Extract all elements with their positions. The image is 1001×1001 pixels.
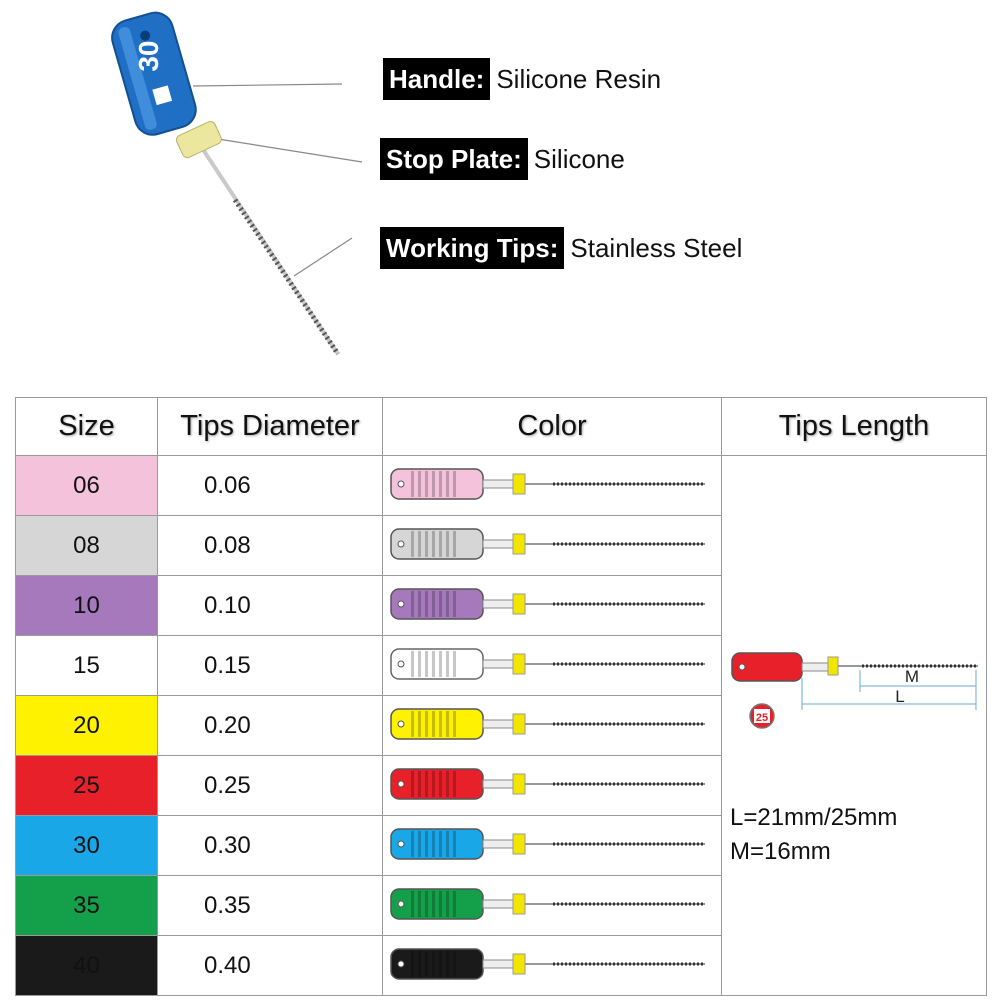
color-cell — [382, 455, 722, 516]
color-cell — [382, 875, 722, 936]
color-cell — [382, 935, 722, 996]
color-cell — [382, 635, 722, 696]
table-header-row: Size Tips Diameter Color Tips Length — [15, 397, 987, 456]
file-icon — [390, 648, 705, 680]
color-cell — [382, 755, 722, 816]
color-cell — [382, 515, 722, 576]
callout-handle: Handle: Silicone Resin — [383, 58, 661, 100]
callout-stop-plate-value: Silicone — [533, 143, 625, 174]
dimension-l-label: L — [895, 687, 904, 706]
diameter-cell: 0.20 — [157, 695, 383, 756]
stop-leader-line — [217, 138, 363, 163]
size-cell: 08 — [15, 515, 158, 576]
diameter-cell: 0.10 — [157, 575, 383, 636]
size-cell: 15 — [15, 635, 158, 696]
size-cell: 10 — [15, 575, 158, 636]
callout-handle-value: Silicone Resin — [496, 63, 662, 94]
callout-handle-label: Handle: — [383, 58, 491, 100]
callout-working-tips-label: Working Tips: — [380, 227, 565, 269]
color-cell — [382, 575, 722, 636]
diameter-cell: 0.40 — [157, 935, 383, 996]
diameter-cell: 0.08 — [157, 515, 383, 576]
header-size: Size — [15, 397, 158, 456]
diameter-cell: 0.25 — [157, 755, 383, 816]
hero-illustration: 30 — [111, 11, 363, 356]
tips-length-line-2: M=16mm — [730, 838, 831, 865]
size-cell: 40 — [15, 935, 158, 996]
file-icon — [390, 888, 705, 920]
size-cell: 25 — [15, 755, 158, 816]
file-icon — [390, 768, 705, 800]
file-icon — [390, 708, 705, 740]
size-cell: 30 — [15, 815, 158, 876]
dimension-m-label: M — [905, 667, 919, 686]
size-cell: 20 — [15, 695, 158, 756]
tips-length-line-1: L=21mm/25mm — [730, 804, 898, 831]
size-cell: 06 — [15, 455, 158, 516]
header-tips-length: Tips Length — [721, 397, 987, 456]
callout-working-tips: Working Tips: Stainless Steel — [380, 227, 742, 269]
file-illustration: 30 — [111, 11, 341, 356]
callout-stop-plate-label: Stop Plate: — [380, 138, 528, 180]
diameter-cell: 0.06 — [157, 455, 383, 516]
diameter-cell: 0.15 — [157, 635, 383, 696]
file-icon — [390, 468, 705, 500]
color-cell — [382, 695, 722, 756]
file-icon — [390, 528, 705, 560]
size-cell: 35 — [15, 875, 158, 936]
callout-working-tips-value: Stainless Steel — [570, 232, 743, 263]
file-icon — [390, 948, 705, 980]
color-cell — [382, 815, 722, 876]
handle-number: 30 — [133, 40, 164, 71]
file-icon — [390, 588, 705, 620]
header-tips-diameter: Tips Diameter — [157, 397, 383, 456]
tips-length-diagram: ML 25 — [731, 652, 978, 729]
size-badge-number: 25 — [756, 712, 768, 724]
file-icon — [390, 828, 705, 860]
diameter-cell: 0.30 — [157, 815, 383, 876]
diameter-cell: 0.35 — [157, 875, 383, 936]
tips-leader-line — [293, 237, 353, 277]
handle-leader-line — [192, 83, 343, 87]
callout-stop-plate: Stop Plate: Silicone — [380, 138, 625, 180]
header-color: Color — [382, 397, 722, 456]
